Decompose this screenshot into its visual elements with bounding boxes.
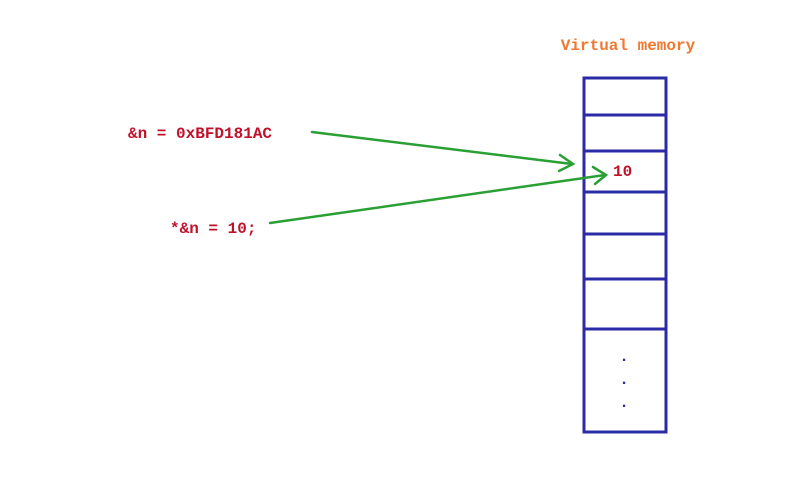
address-arrow [310, 130, 576, 173]
memory-cell [582, 232, 668, 281]
memory-column [582, 76, 668, 434]
memory-cell-continuation [582, 327, 668, 434]
memory-cell [582, 113, 668, 153]
continuation-dot: · [619, 374, 629, 392]
memory-cell [582, 277, 668, 331]
deref-expression: *&n = 10; [170, 220, 256, 238]
virtual-memory-title: Virtual memory [561, 37, 696, 55]
continuation-dot: · [619, 351, 629, 369]
stored-value: 10 [613, 163, 632, 181]
deref-arrow [268, 165, 609, 225]
memory-cell [582, 190, 668, 236]
address-expression: &n = 0xBFD181AC [128, 125, 272, 143]
memory-cell [582, 76, 668, 117]
continuation-dot: · [619, 397, 629, 415]
